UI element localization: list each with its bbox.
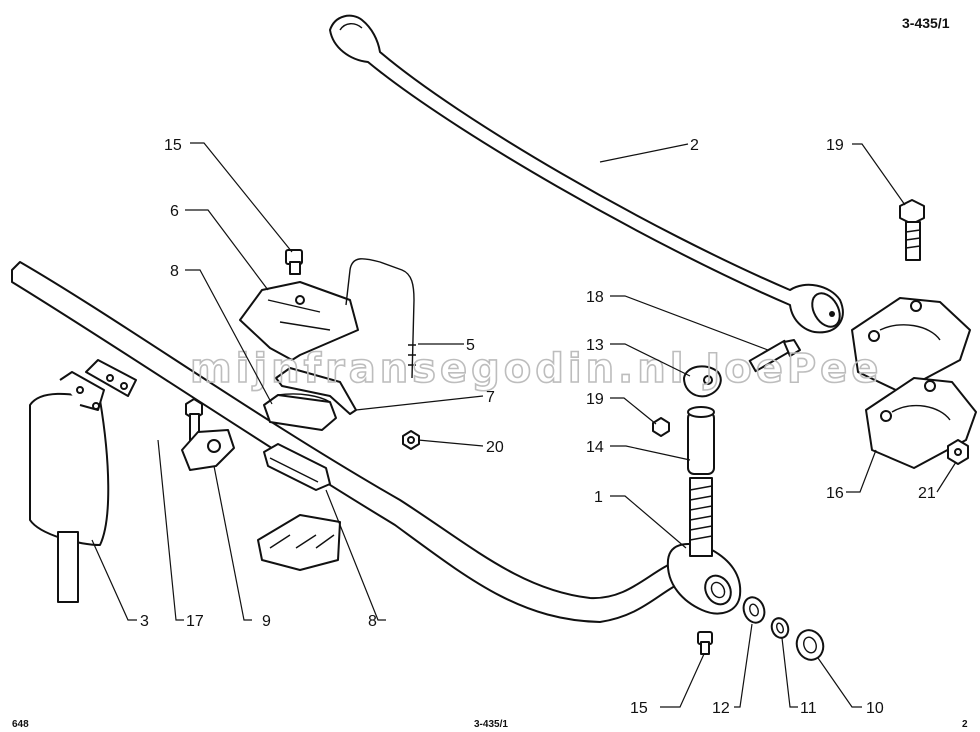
nut-part-20 xyxy=(402,430,420,450)
footer-drawing-ref: 3-435/1 xyxy=(474,719,508,730)
link-eye-part-13 xyxy=(683,365,722,398)
callout-3: 3 xyxy=(140,613,149,630)
callout-8-bottom: 8 xyxy=(368,613,377,630)
callout-21: 21 xyxy=(918,485,936,502)
callout-6: 6 xyxy=(170,203,179,220)
callout-13: 13 xyxy=(586,337,604,354)
u-bolt-part-5 xyxy=(345,258,416,379)
callout-2: 2 xyxy=(690,137,699,154)
callout-18: 18 xyxy=(586,289,604,306)
bush-part-12 xyxy=(742,596,766,624)
watermark: mijnfransegodin.nl JoePee xyxy=(190,346,882,392)
clamp-block-part-6 xyxy=(239,281,359,361)
callout-8-top: 8 xyxy=(170,263,179,280)
rubber-bush-part-8-bottom xyxy=(263,443,331,491)
callout-15-top: 15 xyxy=(164,137,182,154)
callout-7: 7 xyxy=(486,389,495,406)
footer-page-right: 2 xyxy=(962,719,968,730)
bolt-part-17 xyxy=(185,398,203,441)
washer-part-11 xyxy=(770,617,790,639)
rubber-bush-part-8-top xyxy=(263,393,337,431)
small-clip-top-left xyxy=(85,359,137,397)
spacer-tube-part-14 xyxy=(687,406,715,475)
nut-part-19-mid xyxy=(652,417,670,437)
clamp-part-9 xyxy=(181,429,235,471)
callout-12: 12 xyxy=(712,700,730,717)
callout-1: 1 xyxy=(594,489,603,506)
callout-15-bottom: 15 xyxy=(630,700,648,717)
callout-19-top: 19 xyxy=(826,137,844,154)
callout-20: 20 xyxy=(486,439,504,456)
callout-14: 14 xyxy=(586,439,604,456)
nut-part-21 xyxy=(947,439,969,465)
callout-9: 9 xyxy=(262,613,271,630)
drawing-number: 3-435/1 xyxy=(902,15,950,31)
bush-clip-part-7 xyxy=(275,367,357,415)
callout-10: 10 xyxy=(866,700,884,717)
bolt-part-19-top xyxy=(899,199,925,261)
stabiliser-bar-part-1 xyxy=(11,261,742,623)
callout-17: 17 xyxy=(186,613,204,630)
callout-11: 11 xyxy=(800,700,817,717)
castle-nut-part-10 xyxy=(795,629,825,661)
bearing-block-part-16-top xyxy=(851,297,971,393)
mounting-strap-part-3 xyxy=(29,371,110,603)
footer-page-left: 648 xyxy=(12,719,29,730)
torsion-bar-part-2 xyxy=(329,14,844,334)
bracket-sketch xyxy=(257,514,341,571)
bolt-part-18 xyxy=(748,339,801,373)
callout-labels: 2 19 15 6 8 5 18 13 19 7 20 14 1 16 21 3… xyxy=(140,137,936,717)
grease-nipple-part-15-top xyxy=(285,249,303,275)
callout-16: 16 xyxy=(826,485,844,502)
leader-lines xyxy=(91,142,957,708)
grease-nipple-part-15-bottom xyxy=(697,631,713,655)
callout-19-mid: 19 xyxy=(586,391,604,408)
callout-5: 5 xyxy=(466,337,475,354)
